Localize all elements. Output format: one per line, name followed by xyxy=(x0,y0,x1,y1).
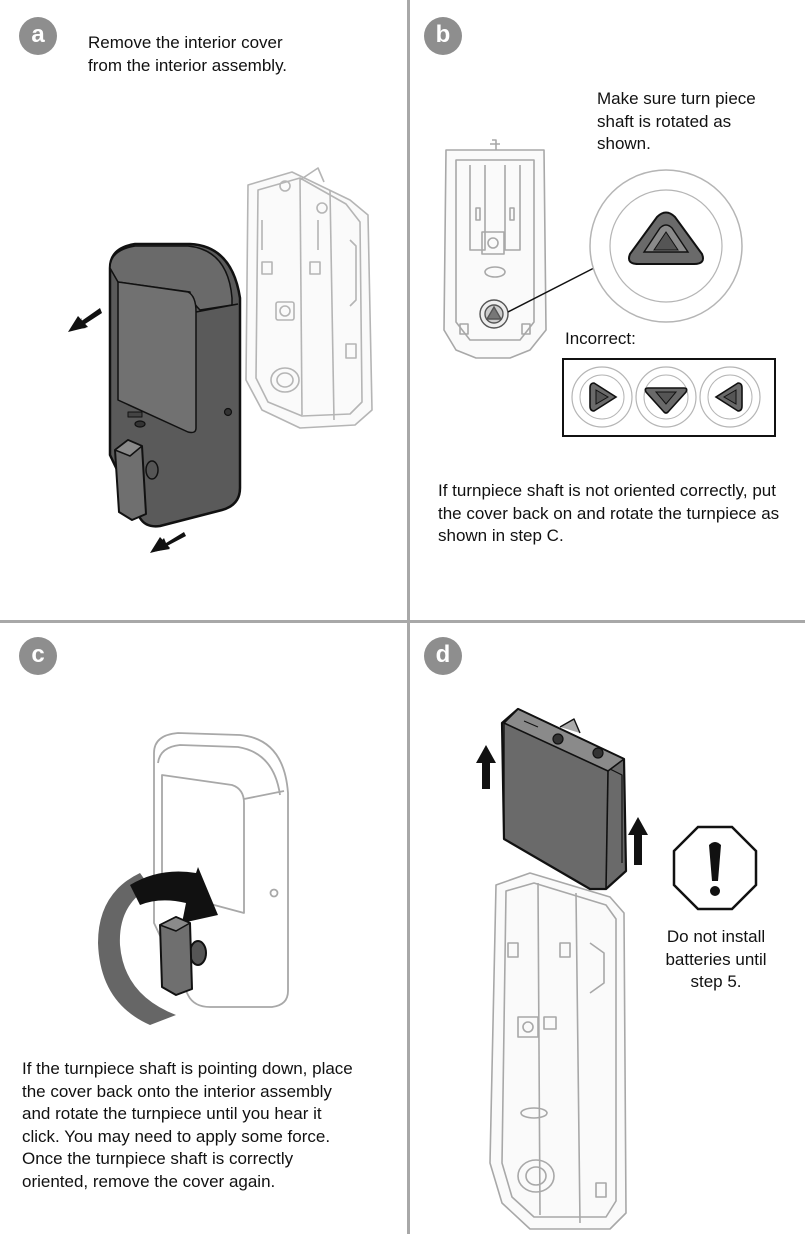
arrow-icon xyxy=(476,745,496,789)
step-d-badge: d xyxy=(424,637,462,675)
step-b-incorrect-label: Incorrect: xyxy=(565,329,636,348)
incorrect-shaft-left xyxy=(571,366,633,428)
arrow-icon xyxy=(150,532,186,553)
step-b-note: If turnpiece shaft is not oriented corre… xyxy=(438,481,780,545)
interior-cover xyxy=(108,242,242,528)
exclamation-octagon-icon xyxy=(672,825,758,911)
interior-assembly-frame xyxy=(489,872,627,1230)
step-b-callout: Make sure turn piece shaft is rotated as… xyxy=(597,89,756,153)
rotate-arrow-icon xyxy=(98,867,218,1025)
step-b-illustration xyxy=(443,139,743,359)
step-a-text: Remove the interior cover from the inter… xyxy=(88,33,288,75)
interior-assembly-frame xyxy=(245,167,373,429)
step-c-text: If the turnpiece shaft is pointing down,… xyxy=(22,1059,353,1191)
step-d-warning-text: Do not install batteries until step 5. xyxy=(665,927,767,991)
incorrect-shaft-middle xyxy=(635,366,697,428)
leader-line xyxy=(507,267,595,313)
correct-shaft-detail xyxy=(589,169,743,323)
incorrect-shaft-right xyxy=(699,366,761,428)
battery-pack xyxy=(500,707,628,891)
incorrect-examples-box xyxy=(562,358,776,437)
step-d-illustration xyxy=(476,707,758,1230)
arrow-icon xyxy=(68,308,102,332)
horizontal-divider xyxy=(0,620,805,623)
vertical-divider xyxy=(407,0,410,1234)
turnpiece xyxy=(159,916,207,996)
arrow-icon xyxy=(628,817,648,865)
turnpiece-socket-small xyxy=(479,299,509,329)
step-a-illustration xyxy=(68,167,373,553)
step-a-badge: a xyxy=(19,17,57,55)
step-c-illustration xyxy=(98,732,289,1025)
step-c-badge: c xyxy=(19,637,57,675)
step-b-badge: b xyxy=(424,17,462,55)
